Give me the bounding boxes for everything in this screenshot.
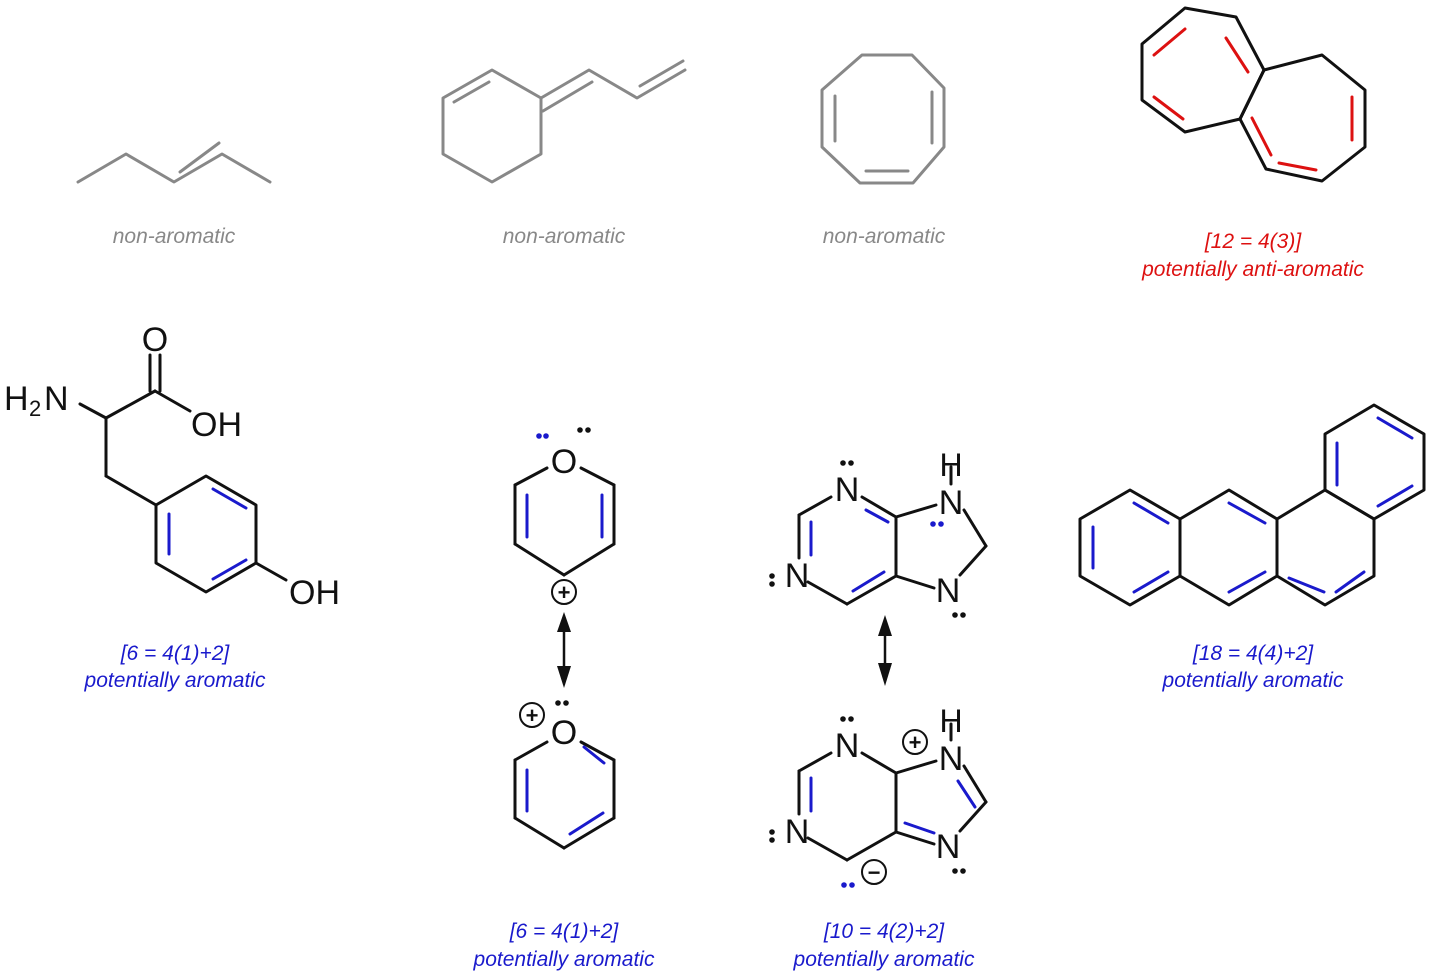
pyrylium-caption-line1: [6 = 4(1)+2] — [509, 920, 620, 943]
tetraphene-structure — [1078, 403, 1426, 607]
purine-caption-line1: [10 = 4(2)+2] — [823, 920, 945, 943]
tyrosine-nh2-label: H 2 N — [4, 380, 69, 421]
purine-bottom-n3: N — [785, 813, 810, 851]
tyrosine-caption-line2: potentially aromatic — [84, 669, 266, 692]
pyrylium-resonance-arrow — [557, 612, 571, 688]
tyrosine-nh2-n: N — [44, 380, 69, 418]
purine-bottom-n7: N — [936, 828, 961, 866]
purine-bottom-lone-pairs — [769, 716, 966, 888]
pyrylium-bottom-o: O — [551, 714, 577, 752]
purine-top-n1: N — [835, 471, 860, 509]
pentene-caption: non-aromatic — [113, 225, 236, 248]
pyrylium-bottom-structure — [513, 702, 616, 850]
diene-structure — [441, 59, 687, 184]
pyrylium-top-lone-pairs — [536, 427, 591, 439]
purine-bottom-n1: N — [835, 727, 860, 765]
purine-top-lone-pairs — [769, 460, 966, 618]
purine-bottom-structure — [797, 722, 988, 885]
tyrosine-structure — [78, 353, 288, 594]
purine-top-n3: N — [785, 557, 810, 595]
purine-top-n9: N — [939, 484, 964, 522]
purine-bottom-minus: − — [868, 860, 881, 885]
purine-caption-line2: potentially aromatic — [793, 948, 975, 971]
tetraphene-caption-line2: potentially aromatic — [1162, 669, 1344, 692]
tyrosine-nh2-h: H — [4, 380, 29, 418]
tyrosine-carbonyl-o: O — [142, 321, 168, 359]
pyrylium-bottom-lone-pair — [555, 700, 569, 706]
pyrylium-top-charge: + — [558, 580, 571, 605]
heptalene-caption-line1: [12 = 4(3)] — [1204, 230, 1302, 253]
tyrosine-acid-oh: OH — [191, 406, 242, 444]
cycloheptatriene-caption: non-aromatic — [823, 225, 946, 248]
tyrosine-phenol-oh: OH — [289, 574, 340, 612]
purine-bottom-n9: N — [939, 740, 964, 778]
tyrosine-caption-line1: [6 = 4(1)+2] — [120, 642, 231, 665]
diene-caption: non-aromatic — [503, 225, 626, 248]
purine-resonance-arrow — [878, 615, 892, 686]
purine-bottom-h9: H — [939, 703, 962, 739]
pyrylium-top-structure — [513, 466, 616, 605]
purine-top-structure — [797, 465, 988, 606]
heptalene-structure — [1140, 6, 1367, 183]
purine-bottom-plus: + — [909, 730, 922, 755]
cycloheptatriene-structure — [820, 53, 946, 185]
tyrosine-nh2-subscript: 2 — [29, 396, 41, 421]
tetraphene-caption-line1: [18 = 4(4)+2] — [1192, 642, 1314, 665]
pyrylium-bottom-charge: + — [526, 703, 539, 728]
pentene-structure — [76, 141, 272, 184]
purine-top-n7: N — [936, 572, 961, 610]
heptalene-caption-line2: potentially anti-aromatic — [1141, 258, 1364, 281]
pyrylium-top-o: O — [551, 443, 577, 481]
pyrylium-caption-line2: potentially aromatic — [473, 948, 655, 971]
purine-top-h9: H — [939, 447, 962, 483]
